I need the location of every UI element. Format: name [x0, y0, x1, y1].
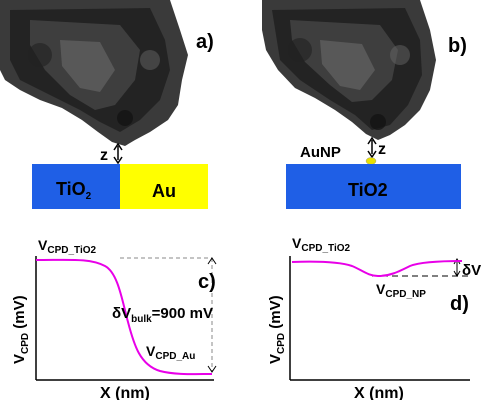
z-label-a: z — [100, 147, 108, 164]
z-arrow-b — [367, 136, 377, 159]
tio2-label-a: TiO2 — [56, 179, 92, 202]
panel-a: a) z TiO2 Au — [0, 0, 214, 209]
c-delta-label: δVbulk=900 mV — [112, 305, 213, 325]
panel-a-letter: a) — [196, 31, 214, 53]
c-arrow-down — [207, 365, 217, 373]
panel-b-letter: b) — [448, 35, 467, 57]
z-arrow-a — [113, 142, 123, 165]
au-block-a — [120, 164, 208, 209]
panel-d-letter: d) — [450, 293, 469, 315]
c-arrow-up — [207, 257, 217, 265]
panel-d: VCPD_TiO2 VCPD_NP δV d) VCPD (mV) X (nm) — [267, 235, 481, 400]
c-curve — [35, 258, 213, 376]
z-label-b: z — [378, 141, 386, 158]
gold-nanoparticle — [365, 157, 377, 165]
d-delta-label: δV — [462, 262, 481, 279]
d-top-label: VCPD_TiO2 — [292, 235, 351, 254]
d-arrow-down — [453, 270, 461, 277]
c-ylabel: VCPD (mV) — [11, 295, 31, 364]
au-label-a: Au — [152, 181, 176, 201]
c-top-label: VCPD_TiO2 — [38, 237, 97, 256]
c-bottom-label: VCPD_Au — [146, 343, 195, 362]
aunp-label: AuNP — [300, 144, 341, 161]
panel-b: b) z AuNP TiO2 — [262, 0, 467, 209]
d-xlabel: X (nm) — [354, 385, 404, 400]
tip-image-a — [0, 0, 188, 146]
panel-c-letter: c) — [198, 271, 216, 293]
d-np-label: VCPD_NP — [376, 281, 426, 300]
tio2-block-b — [286, 164, 461, 209]
tio2-label-b: TiO2 — [348, 180, 388, 200]
tip-image-b — [262, 0, 436, 140]
d-curve — [291, 260, 463, 278]
panel-c: VCPD_TiO2 VCPD_Au δVbulk=900 mV c) VCPD … — [11, 237, 217, 400]
c-xlabel: X (nm) — [100, 385, 150, 400]
d-ylabel: VCPD (mV) — [267, 295, 287, 364]
tio2-block-a — [32, 164, 120, 209]
d-arrow-up — [453, 258, 461, 265]
